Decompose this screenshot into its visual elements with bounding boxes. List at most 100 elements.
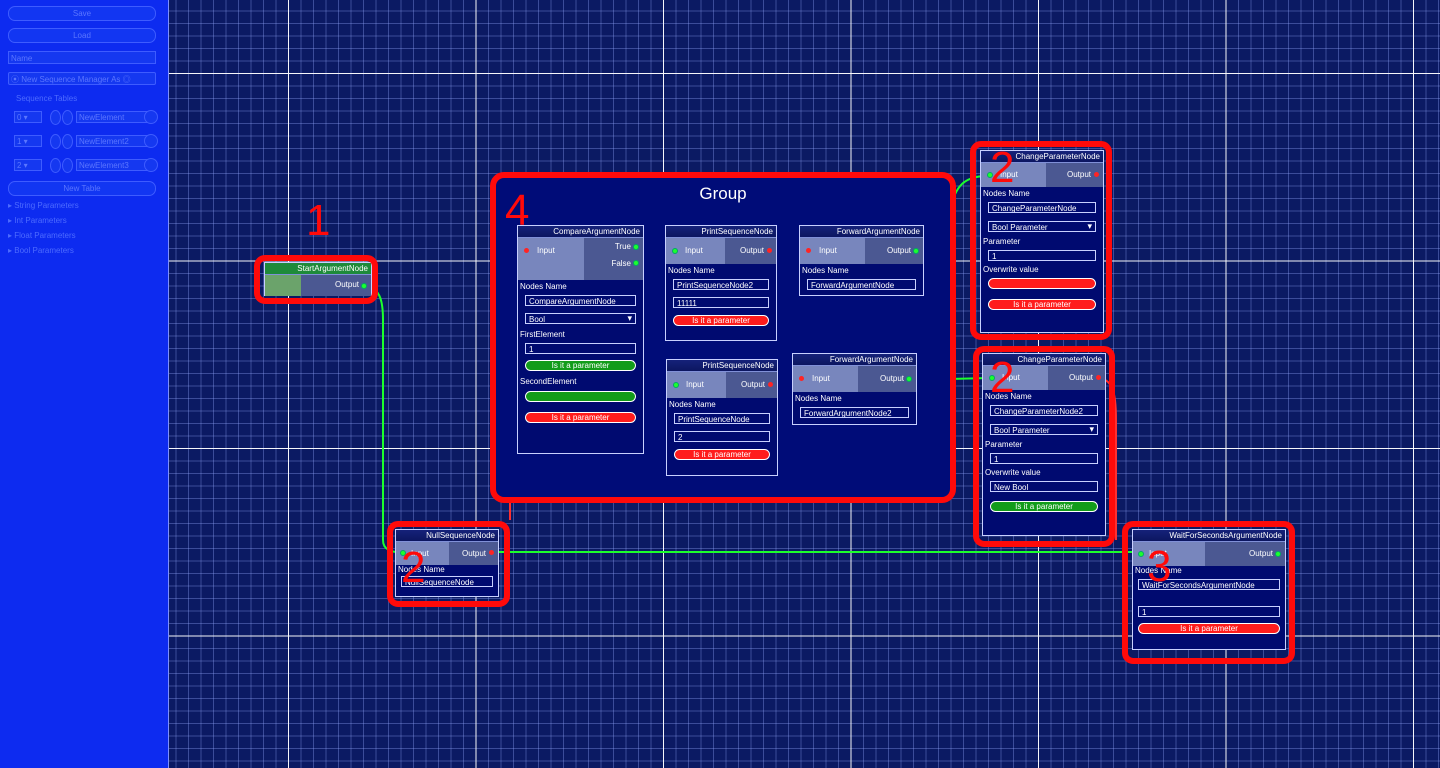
seconds-field[interactable]: 1 [1138,606,1280,617]
parameter-type-dropdown[interactable]: Bool Parameter [988,221,1096,232]
toggle-oval[interactable] [50,158,61,173]
null-sequence-node[interactable]: NullSequenceNode Input Output Nodes Name… [395,529,499,597]
input-port[interactable]: Input [800,238,865,264]
is-parameter-toggle[interactable]: Is it a parameter [674,449,770,460]
toggle-oval[interactable] [50,110,61,125]
node-name-field[interactable]: NullSequenceNode [401,576,493,587]
is-parameter-toggle[interactable]: Is it a parameter [1138,623,1280,634]
forward-argument-node[interactable]: ForwardArgumentNode Input Output Nodes N… [792,353,917,425]
name-field[interactable]: Name [8,51,156,64]
index-dropdown[interactable]: 1 ▾ [14,135,42,147]
input-label: Input [1149,549,1167,558]
node-name-field[interactable]: PrintSequenceNode [674,413,770,424]
print-value-field[interactable]: 2 [674,431,770,442]
first-element-field[interactable]: 1 [525,343,636,354]
input-port[interactable]: Input [667,372,726,398]
input-port[interactable]: Input [981,163,1046,187]
port-disconnected-icon [767,248,772,253]
is-parameter-toggle[interactable]: Is it a parameter [673,315,769,326]
print-sequence-node[interactable]: PrintSequenceNode Input Output Nodes Nam… [666,359,778,476]
new-table-button[interactable]: New Table [8,181,156,196]
load-button[interactable]: Load [8,28,156,43]
output-port[interactable]: Output [1205,542,1285,566]
output-port[interactable]: Output [858,366,916,392]
toggle-oval[interactable] [50,134,61,149]
input-port[interactable]: Input [1133,542,1205,566]
true-port[interactable]: True [584,238,639,255]
compare-argument-node[interactable]: CompareArgumentNode Input True False Nod… [517,225,644,454]
false-port[interactable]: False [584,255,639,272]
is-parameter-toggle[interactable]: Is it a parameter [525,412,636,423]
type-dropdown[interactable]: Bool [525,313,636,324]
parameter-field[interactable]: 1 [990,453,1098,464]
forward-argument-node[interactable]: ForwardArgumentNode Input Output Nodes N… [799,225,924,296]
node-name-field[interactable]: ForwardArgumentNode2 [800,407,909,418]
print-sequence-node[interactable]: PrintSequenceNode Input Output Nodes Nam… [665,225,777,341]
toggle-oval[interactable] [62,110,73,125]
index-dropdown[interactable]: 2 ▾ [14,159,42,171]
input-label: Input [819,246,837,255]
output-port[interactable]: Output [865,238,923,264]
nodes-name-label: Nodes Name [795,394,842,403]
toggle-oval[interactable] [62,158,73,173]
remove-circle-icon[interactable] [144,158,158,172]
output-port[interactable]: Output [1045,163,1103,187]
second-element-toggle[interactable] [525,391,636,402]
toggle-oval[interactable] [62,134,73,149]
nodes-name-label: Nodes Name [668,266,715,275]
output-label: Output [1248,549,1273,558]
group-title[interactable]: Group [699,184,747,203]
start-argument-node[interactable]: StartArgumentNode Output [264,262,372,296]
annotation-number-2: 2 [990,143,1015,192]
output-port[interactable]: Output [724,238,776,264]
input-port[interactable]: Input [983,366,1048,390]
input-port[interactable]: Input [793,366,858,392]
manager-object-field[interactable]: ⦿ New Sequence Manager As ◎ [8,72,156,85]
change-parameter-node[interactable]: ChangeParameterNode Input Output Nodes N… [980,150,1104,333]
overwrite-field[interactable]: New Bool [990,481,1098,492]
input-port[interactable]: Input [518,238,584,280]
input-port[interactable]: Input [666,238,725,264]
element-field[interactable]: NewElement2 [76,135,148,147]
node-name-field[interactable]: ForwardArgumentNode [807,279,916,290]
is-parameter-toggle[interactable]: Is it a parameter [988,299,1096,310]
is-parameter-toggle[interactable]: Is it a parameter [990,501,1098,512]
wait-for-seconds-argument-node[interactable]: WaitForSecondsArgumentNode Input Output … [1132,529,1286,650]
output-label: Output [461,549,486,558]
output-label: Output [879,374,904,383]
node-name-field[interactable]: WaitForSecondsArgumentNode [1138,579,1280,590]
output-port[interactable]: Output [448,542,498,565]
remove-circle-icon[interactable] [144,134,158,148]
output-port[interactable]: Output [1047,366,1105,390]
node-name-field[interactable]: ChangeParameterNode [988,202,1096,213]
foldout-string-parameters[interactable]: String Parameters [8,201,78,210]
output-port[interactable]: Output [725,372,777,398]
remove-circle-icon[interactable] [144,110,158,124]
input-label: Input [1000,170,1018,179]
overwrite-toggle[interactable] [988,278,1096,289]
is-parameter-toggle[interactable]: Is it a parameter [525,360,636,371]
foldout-float-parameters[interactable]: Float Parameters [8,231,75,240]
port-connected-icon [400,550,406,556]
input-port[interactable]: Input [396,542,449,565]
input-label: Input [686,380,704,389]
node-name-field[interactable]: CompareArgumentNode [525,295,636,306]
node-name-field[interactable]: ChangeParameterNode2 [990,405,1098,416]
input-label: Input [1002,373,1020,382]
output-port[interactable]: Output [301,275,371,296]
port-connected-icon [913,248,919,254]
change-parameter-node[interactable]: ChangeParameterNode Input Output Nodes N… [982,353,1106,536]
node-name-field[interactable]: PrintSequenceNode2 [673,279,769,290]
overwrite-label: Overwrite value [985,468,1041,477]
index-dropdown[interactable]: 0 ▾ [14,111,42,123]
save-button[interactable]: Save [8,6,156,21]
foldout-int-parameters[interactable]: Int Parameters [8,216,66,225]
port-connected-icon [633,260,639,266]
annotation-number-2: 2 [990,353,1015,402]
print-value-field[interactable]: 11111 [673,297,769,308]
parameter-field[interactable]: 1 [988,250,1096,261]
foldout-bool-parameters[interactable]: Bool Parameters [8,246,74,255]
node-title: CompareArgumentNode [518,226,643,238]
port-disconnected-icon [799,376,804,381]
parameter-type-dropdown[interactable]: Bool Parameter [990,424,1098,435]
